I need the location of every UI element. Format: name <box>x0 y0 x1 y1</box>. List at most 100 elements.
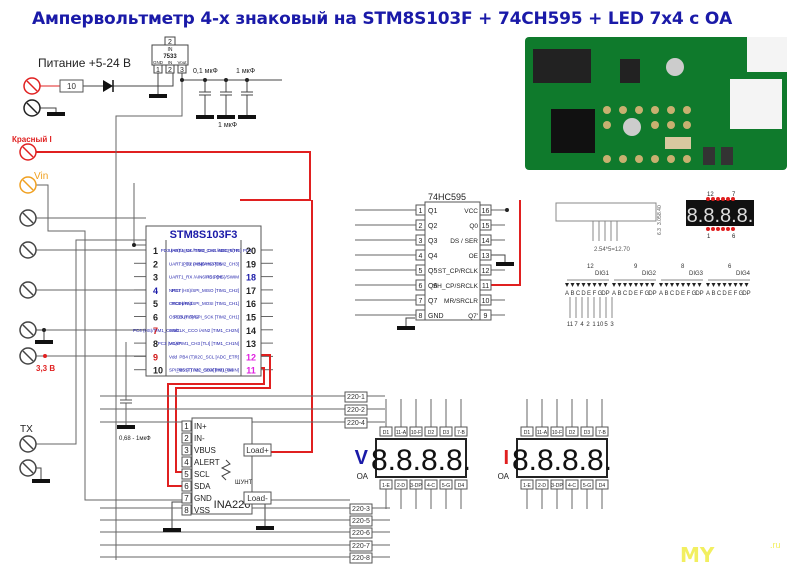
ds-pin-dot <box>711 227 715 231</box>
ds-pin-dot <box>731 197 735 201</box>
mcu-pin-func-right: PD1 (HS)/SWIM <box>206 275 239 280</box>
sr-pin-box <box>479 279 492 291</box>
sr-pin-box <box>415 264 426 276</box>
resistor-220-6-box <box>349 527 373 539</box>
sr-pin-box <box>479 234 492 246</box>
mcu-pin-num-right: 19 <box>246 259 256 269</box>
terminal-io-2[interactable] <box>19 241 37 259</box>
ds-pin-dot <box>726 197 730 201</box>
sr-pin-num: 3 <box>419 238 423 245</box>
sr-pin-label: DS / SER <box>450 238 478 245</box>
ds-led <box>744 283 749 287</box>
terminal-io-3[interactable] <box>19 281 37 299</box>
display-pin-box <box>595 479 609 490</box>
ds-led <box>587 283 591 287</box>
ds-digit-pin: 12 <box>587 264 594 270</box>
display-bottom-pin: 1-E <box>523 483 531 489</box>
ds-segment-label: C <box>623 291 628 297</box>
mcu-pin-num-left: 7 <box>153 326 158 336</box>
wires <box>36 72 603 560</box>
ds-seg-pin: 2 <box>586 322 590 328</box>
terminal-33v[interactable] <box>19 347 37 365</box>
ds-segment-label: C <box>717 291 722 297</box>
sr-pin-num: 7 <box>419 298 423 305</box>
ds-digit-pin: 6 <box>728 264 732 270</box>
reg-pin-box <box>153 64 163 74</box>
display-bottom-pin: 2-D <box>538 483 546 489</box>
mcu-pin-num-right: 18 <box>246 273 256 283</box>
ds-digit-name: DIG2 <box>642 271 657 277</box>
label-vin: Vin <box>34 171 48 182</box>
ds-pin-dot <box>706 197 710 201</box>
terminal-io-1[interactable] <box>19 209 37 227</box>
display-pin-box <box>454 479 468 490</box>
mcu-pin-func-right: PC3 (HS)/TIM1_CH3 [TLI] [TIM1_CH1N] <box>158 341 239 346</box>
sr-pin-label: Q1 <box>428 208 437 215</box>
ground-terminal <box>47 112 65 116</box>
shift-register-body <box>424 201 481 321</box>
junction-dot <box>245 78 249 82</box>
reg-pin-num: 3 <box>180 67 184 74</box>
wire-vin <box>36 184 350 501</box>
junction-dot <box>224 78 228 82</box>
reg-in-label: IN <box>168 47 173 53</box>
display-top-pin: 7-B <box>457 430 465 436</box>
ina-pin-num: 1 <box>184 422 189 431</box>
reg-pin-label: GND <box>153 60 164 65</box>
terminal-red-i[interactable] <box>19 143 37 161</box>
ds-led <box>623 283 627 287</box>
ina-pin-label: VBUS <box>194 446 216 455</box>
ground-cap <box>238 115 256 119</box>
pcb-photo <box>525 37 787 170</box>
reg-pin-num: 2 <box>168 67 172 74</box>
ds-seg-pin: 10 <box>597 322 604 328</box>
resistor-220-8-box <box>349 552 373 564</box>
ina226-name: INA226 <box>214 499 251 511</box>
ds-segment-label: A <box>612 291 616 297</box>
display-body <box>375 438 467 478</box>
display-pin-box <box>550 479 564 490</box>
load-minus-box <box>243 491 272 505</box>
diode <box>103 80 113 92</box>
ds-segment-label: F <box>687 291 691 297</box>
display-pin-box <box>424 479 438 490</box>
resistor-220-8-label: 220-8 <box>352 555 370 562</box>
wire-scl <box>175 354 271 473</box>
display-body <box>516 438 608 478</box>
terminal-gnd-tx[interactable] <box>19 459 37 477</box>
ds-display-digits: 8.8.8.8. <box>687 205 754 227</box>
terminal-power-plus[interactable] <box>23 77 41 95</box>
wire-gnd-term <box>40 107 57 112</box>
display-top-pin: 11-A <box>537 430 548 436</box>
mcu-pin-num-right: 13 <box>246 339 256 349</box>
resistor-220-5-label: 220-5 <box>352 518 370 525</box>
ds-led <box>686 283 691 287</box>
ground-load <box>256 526 274 530</box>
terminal-gnd-io[interactable] <box>19 321 37 339</box>
terminal-vin[interactable] <box>19 176 37 194</box>
terminal-power-gnd[interactable] <box>23 99 41 117</box>
display-pin-box <box>580 479 594 490</box>
resistor-220-4-box <box>344 417 368 429</box>
display-digits: 8.8.8.8. <box>512 444 612 477</box>
ds-led <box>681 283 685 287</box>
display-pin-box <box>454 426 468 437</box>
shift-register-name: 74HC595 <box>428 192 466 202</box>
ina-pin-label: GND <box>194 494 212 503</box>
junction-dot <box>132 243 136 247</box>
display-bottom-pin: 4-C <box>427 483 435 489</box>
sr-pin-box <box>479 309 492 321</box>
cap-label-1: 0,1 мкФ <box>193 68 218 75</box>
pcb-connector-main <box>730 79 782 129</box>
terminal-tx[interactable] <box>19 435 37 453</box>
ds-segment-label: D <box>628 291 633 297</box>
wire-gnd-tx <box>36 467 42 479</box>
ds-segment-label: E <box>728 291 732 297</box>
ds-led <box>692 283 696 287</box>
sr-pin-box <box>479 264 492 276</box>
power-label: Питание +5-24 В <box>38 56 131 70</box>
ds-segment-label: DP <box>695 291 703 297</box>
ina-pin-box <box>181 432 192 444</box>
mcu-pin-func-left: Vdd <box>169 354 178 359</box>
